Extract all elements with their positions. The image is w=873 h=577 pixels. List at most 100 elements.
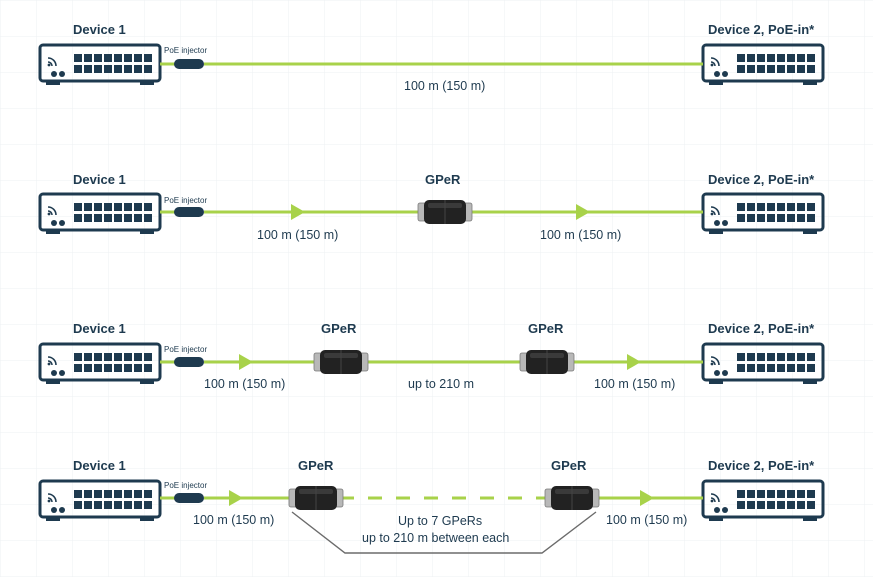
ethernet-port bbox=[144, 65, 152, 73]
ethernet-port bbox=[797, 214, 805, 222]
ethernet-port bbox=[767, 501, 775, 509]
ethernet-port bbox=[134, 364, 142, 372]
round-port bbox=[714, 220, 720, 226]
ethernet-port bbox=[747, 353, 755, 361]
row1-device1 bbox=[38, 43, 162, 85]
ethernet-port bbox=[104, 54, 112, 62]
ethernet-port bbox=[757, 54, 765, 62]
row3-gper1 bbox=[313, 350, 369, 374]
round-port bbox=[51, 507, 57, 513]
row2-distance-left: 100 m (150 m) bbox=[257, 228, 339, 242]
ethernet-port bbox=[94, 54, 102, 62]
ethernet-port bbox=[74, 501, 82, 509]
ethernet-port bbox=[74, 203, 82, 211]
round-port bbox=[59, 507, 65, 513]
ethernet-port bbox=[737, 65, 745, 73]
ethernet-port bbox=[807, 203, 815, 211]
row3-gper2-title: GPeR bbox=[528, 321, 564, 336]
round-port bbox=[714, 370, 720, 376]
ethernet-port bbox=[134, 490, 142, 498]
row4-arrow-right bbox=[640, 490, 654, 506]
ethernet-port bbox=[104, 364, 112, 372]
row1-device2-title: Device 2, PoE-in* bbox=[708, 22, 815, 37]
ethernet-port bbox=[124, 65, 132, 73]
ethernet-port bbox=[84, 65, 92, 73]
ethernet-port bbox=[94, 364, 102, 372]
ethernet-port bbox=[767, 65, 775, 73]
ethernet-port bbox=[124, 490, 132, 498]
row1-device1-title: Device 1 bbox=[73, 22, 126, 37]
ethernet-port bbox=[134, 501, 142, 509]
ethernet-port bbox=[747, 490, 755, 498]
row3-device1-title: Device 1 bbox=[73, 321, 126, 336]
ethernet-port bbox=[797, 203, 805, 211]
device-foot bbox=[709, 229, 723, 234]
ethernet-port bbox=[94, 501, 102, 509]
signal-icon bbox=[47, 61, 53, 67]
signal-icon bbox=[710, 210, 716, 216]
ethernet-port bbox=[114, 353, 122, 361]
ethernet-port bbox=[74, 364, 82, 372]
ethernet-port bbox=[144, 501, 152, 509]
ethernet-port bbox=[114, 490, 122, 498]
device-foot bbox=[140, 229, 154, 234]
ethernet-port bbox=[74, 65, 82, 73]
signal-icon bbox=[710, 57, 720, 67]
ethernet-port bbox=[144, 203, 152, 211]
round-port bbox=[59, 370, 65, 376]
ethernet-port bbox=[114, 364, 122, 372]
signal-icon bbox=[710, 493, 720, 503]
ethernet-port bbox=[94, 214, 102, 222]
ethernet-port bbox=[84, 214, 92, 222]
ethernet-port bbox=[787, 54, 795, 62]
row4-distance-right: 100 m (150 m) bbox=[606, 513, 688, 527]
row4-gper1-title: GPeR bbox=[298, 458, 334, 473]
device-foot bbox=[709, 379, 723, 384]
ethernet-port bbox=[94, 203, 102, 211]
ethernet-port bbox=[104, 353, 112, 361]
device-foot bbox=[46, 80, 60, 85]
row3-arrow-right bbox=[627, 354, 641, 370]
device-foot bbox=[140, 516, 154, 521]
ethernet-port bbox=[74, 214, 82, 222]
ethernet-port bbox=[737, 353, 745, 361]
ethernet-port bbox=[84, 364, 92, 372]
ethernet-port bbox=[787, 353, 795, 361]
signal-icon bbox=[47, 63, 51, 67]
signal-icon bbox=[710, 212, 714, 216]
signal-icon bbox=[47, 57, 57, 67]
ethernet-port bbox=[124, 203, 132, 211]
ethernet-port bbox=[94, 490, 102, 498]
ethernet-port bbox=[104, 203, 112, 211]
ethernet-port bbox=[757, 214, 765, 222]
row2-device1 bbox=[38, 192, 162, 234]
ethernet-port bbox=[747, 65, 755, 73]
ethernet-port bbox=[757, 364, 765, 372]
ethernet-port bbox=[134, 214, 142, 222]
ethernet-port bbox=[787, 501, 795, 509]
row4-arrow-left bbox=[229, 490, 243, 506]
ethernet-port bbox=[134, 54, 142, 62]
ethernet-port bbox=[777, 214, 785, 222]
row4-gper2 bbox=[544, 486, 600, 510]
device-foot bbox=[803, 229, 817, 234]
ethernet-port bbox=[777, 54, 785, 62]
ethernet-port bbox=[94, 353, 102, 361]
ethernet-port bbox=[797, 364, 805, 372]
row4-device2-title: Device 2, PoE-in* bbox=[708, 458, 815, 473]
ethernet-port bbox=[777, 203, 785, 211]
ethernet-port bbox=[797, 65, 805, 73]
round-port bbox=[59, 220, 65, 226]
ethernet-port bbox=[737, 490, 745, 498]
ethernet-port bbox=[767, 214, 775, 222]
signal-icon bbox=[710, 61, 716, 67]
ethernet-port bbox=[74, 353, 82, 361]
round-port bbox=[51, 71, 57, 77]
ethernet-port bbox=[144, 490, 152, 498]
ethernet-port bbox=[767, 203, 775, 211]
ethernet-port bbox=[124, 364, 132, 372]
round-port bbox=[722, 370, 728, 376]
ethernet-port bbox=[134, 203, 142, 211]
ethernet-port bbox=[747, 364, 755, 372]
row4-poe-injector bbox=[174, 493, 204, 503]
